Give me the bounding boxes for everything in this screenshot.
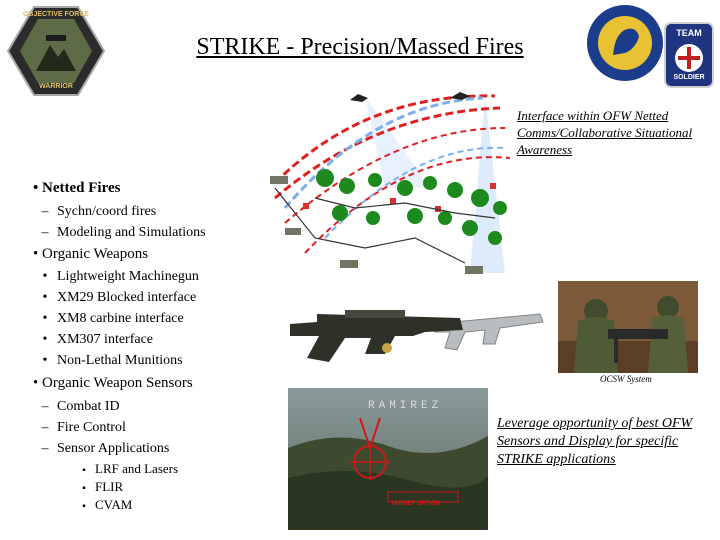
bullet-marker: • [42, 311, 48, 326]
team-soldier-logo: TEAM SOLDIER [664, 22, 714, 88]
weapons-image [285, 292, 545, 370]
ocsw-photo [558, 281, 698, 373]
natick-soldier-center-seal [585, 3, 665, 83]
dash-marker: – [41, 399, 49, 414]
bullet: • [33, 180, 43, 196]
list-item-text: Combat ID [57, 399, 120, 414]
targeting-sight-image: RAMIREZ TARGET OPTION [288, 388, 488, 530]
section-heading-weapon-sensors: • Organic Weapon Sensors [33, 375, 193, 392]
network-interface-caption: Interface within OFW Netted Comms/Collab… [517, 108, 693, 157]
list-item: • Non-Lethal Munitions [33, 350, 183, 371]
dash-marker: – [41, 420, 49, 435]
list-item-text: Sychn/coord fires [57, 204, 157, 219]
list-item: • XM307 interface [33, 329, 153, 350]
list-item: –Sensor Applications [33, 438, 170, 459]
square-marker: ▪ [82, 483, 86, 494]
soldier-text: SOLDIER [673, 74, 705, 81]
list-item: –Modeling and Simulations [33, 222, 206, 243]
bullet-marker: • [42, 353, 48, 368]
sight-name-label: RAMIREZ [368, 400, 443, 412]
list-item-text: Modeling and Simulations [57, 225, 206, 240]
bullet-marker: • [42, 290, 48, 305]
bullet: • [33, 246, 43, 262]
sub-list-item-text: CVAM [95, 497, 133, 512]
ocsw-caption: OCSW System [600, 374, 652, 384]
section-heading-text: Organic Weapon Sensors [42, 375, 193, 391]
dash-marker: – [41, 225, 49, 240]
leverage-caption: Leverage opportunity of best OFW Sensors… [497, 416, 693, 467]
bullet-marker: • [42, 332, 48, 347]
list-item-text: Non-Lethal Munitions [57, 353, 183, 368]
netted-comms-illustration [255, 88, 530, 278]
dash-marker: – [41, 204, 49, 219]
section-heading-organic-weapons: • Organic Weapons [33, 246, 148, 263]
square-marker: ▪ [82, 465, 86, 476]
team-text: TEAM [676, 28, 702, 38]
list-item: • Lightweight Machinegun [33, 266, 199, 287]
dash-marker: – [41, 441, 49, 456]
page-title: STRIKE - Precision/Massed Fires [196, 34, 524, 60]
sub-list-item: ▪ LRF and Lasers [73, 460, 178, 480]
sub-list-item-text: FLIR [95, 479, 124, 494]
list-item: –Fire Control [33, 417, 126, 438]
logo-left-bottom-text: WARRIOR [39, 83, 73, 90]
list-item-text: Lightweight Machinegun [57, 269, 199, 284]
square-marker: ▪ [82, 501, 86, 512]
list-item: –Combat ID [33, 396, 120, 417]
list-item-text: Sensor Applications [57, 441, 170, 456]
sight-target-label: TARGET OPTION [391, 501, 440, 507]
list-item-text: XM307 interface [57, 332, 154, 347]
bullet-marker: • [42, 269, 48, 284]
list-item: –Sychn/coord fires [33, 201, 157, 222]
sub-list-item: ▪ FLIR [73, 478, 123, 498]
section-heading-netted-fires: • Netted Fires [33, 180, 120, 197]
sub-list-item-text: LRF and Lasers [95, 461, 179, 476]
objective-force-warrior-logo: OBJECTIVE FORCE WARRIOR [6, 5, 106, 97]
list-item: • XM8 carbine interface [33, 308, 184, 329]
sub-list-item: ▪ CVAM [73, 496, 132, 516]
bullet: • [33, 375, 43, 391]
logo-left-top-text: OBJECTIVE FORCE [22, 11, 90, 18]
section-heading-text: Netted Fires [42, 180, 121, 196]
list-item: • XM29 Blocked interface [33, 287, 197, 308]
list-item-text: XM29 Blocked interface [57, 290, 197, 305]
list-item-text: Fire Control [57, 420, 126, 435]
section-heading-text: Organic Weapons [42, 246, 149, 262]
list-item-text: XM8 carbine interface [57, 311, 184, 326]
